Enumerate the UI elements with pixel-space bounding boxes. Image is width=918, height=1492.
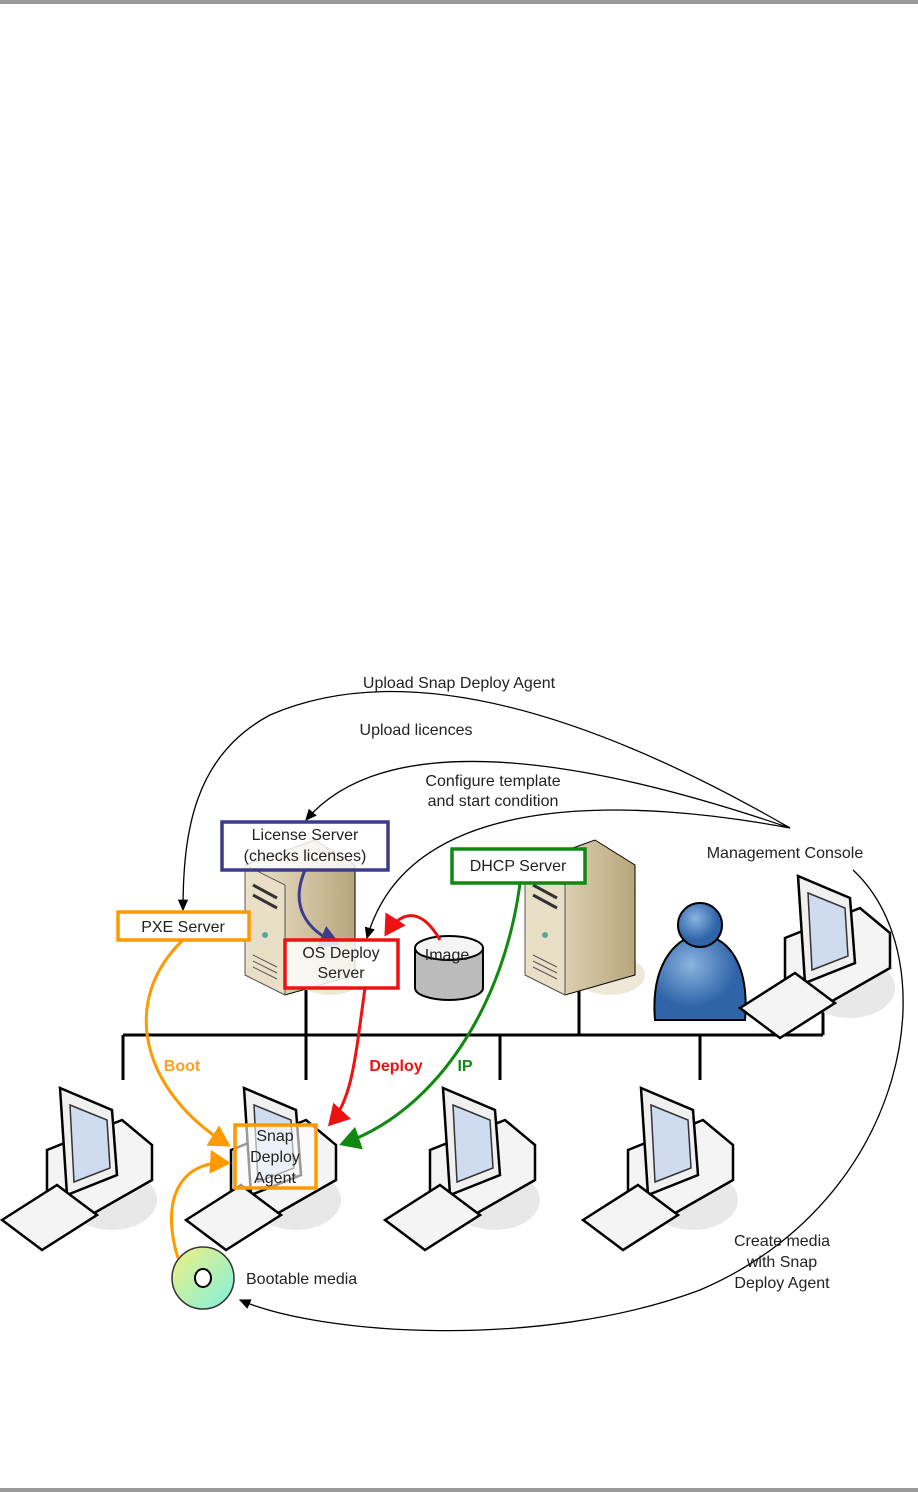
ip-arrow (339, 882, 522, 1150)
snap-deploy-agent-box (233, 1123, 318, 1190)
create-media-label-2: with Snap (746, 1254, 817, 1271)
management-console-computer-icon (738, 874, 897, 1040)
top-rule (0, 0, 918, 4)
os-deploy-server-box (283, 938, 400, 990)
create-media-label-3: Deploy Agent (734, 1275, 830, 1292)
image-label: Image (425, 947, 470, 964)
create-media-arrow (238, 869, 904, 1332)
os-deploy-label-1: OS Deploy (302, 945, 379, 962)
ip-label: IP (457, 1058, 472, 1075)
os-deploy-label-2: Server (317, 965, 365, 982)
upload-licences-label: Upload licences (360, 722, 473, 739)
agent-label-3: Agent (254, 1170, 296, 1187)
upload-licences-arrow (305, 760, 791, 829)
bottom-rule (0, 1488, 918, 1492)
management-console-label: Management Console (707, 845, 864, 862)
boot-arrow (144, 938, 231, 1147)
agent-label-1: Snap (256, 1128, 293, 1145)
image-database-icon (414, 935, 484, 1001)
client-computer-icon (581, 1086, 740, 1252)
configure-label-1: Configure template (425, 773, 560, 790)
pxe-server-box (116, 910, 251, 942)
deploy-label: Deploy (369, 1058, 422, 1075)
configure-template-arrow (364, 809, 791, 940)
dhcp-server-label: DHCP Server (470, 858, 567, 875)
bootable-media-label: Bootable media (246, 1271, 357, 1288)
license-server-label-1: License Server (252, 827, 359, 844)
dhcp-server-box (450, 847, 587, 885)
client-computer-icon (383, 1086, 542, 1252)
media-boot-arrow (169, 1149, 231, 1259)
image-arrow (384, 912, 442, 941)
upload-agent-arrow (177, 690, 791, 912)
boot-label: Boot (164, 1058, 201, 1075)
create-media-label-1: Create media (734, 1233, 830, 1250)
pxe-server-label: PXE Server (141, 919, 225, 936)
license-server-label-2: (checks licenses) (244, 848, 367, 865)
configure-label-2: and start condition (428, 793, 559, 810)
user-icon (653, 902, 747, 1021)
license-server-box (220, 820, 390, 872)
network-bus (121, 990, 825, 1080)
client-computer-icon (0, 1086, 159, 1252)
deploy-arrow (327, 987, 367, 1127)
bootable-media-cd-icon (171, 1246, 235, 1310)
upload-agent-label: Upload Snap Deploy Agent (363, 675, 556, 692)
agent-label-2: Deploy (250, 1149, 300, 1166)
